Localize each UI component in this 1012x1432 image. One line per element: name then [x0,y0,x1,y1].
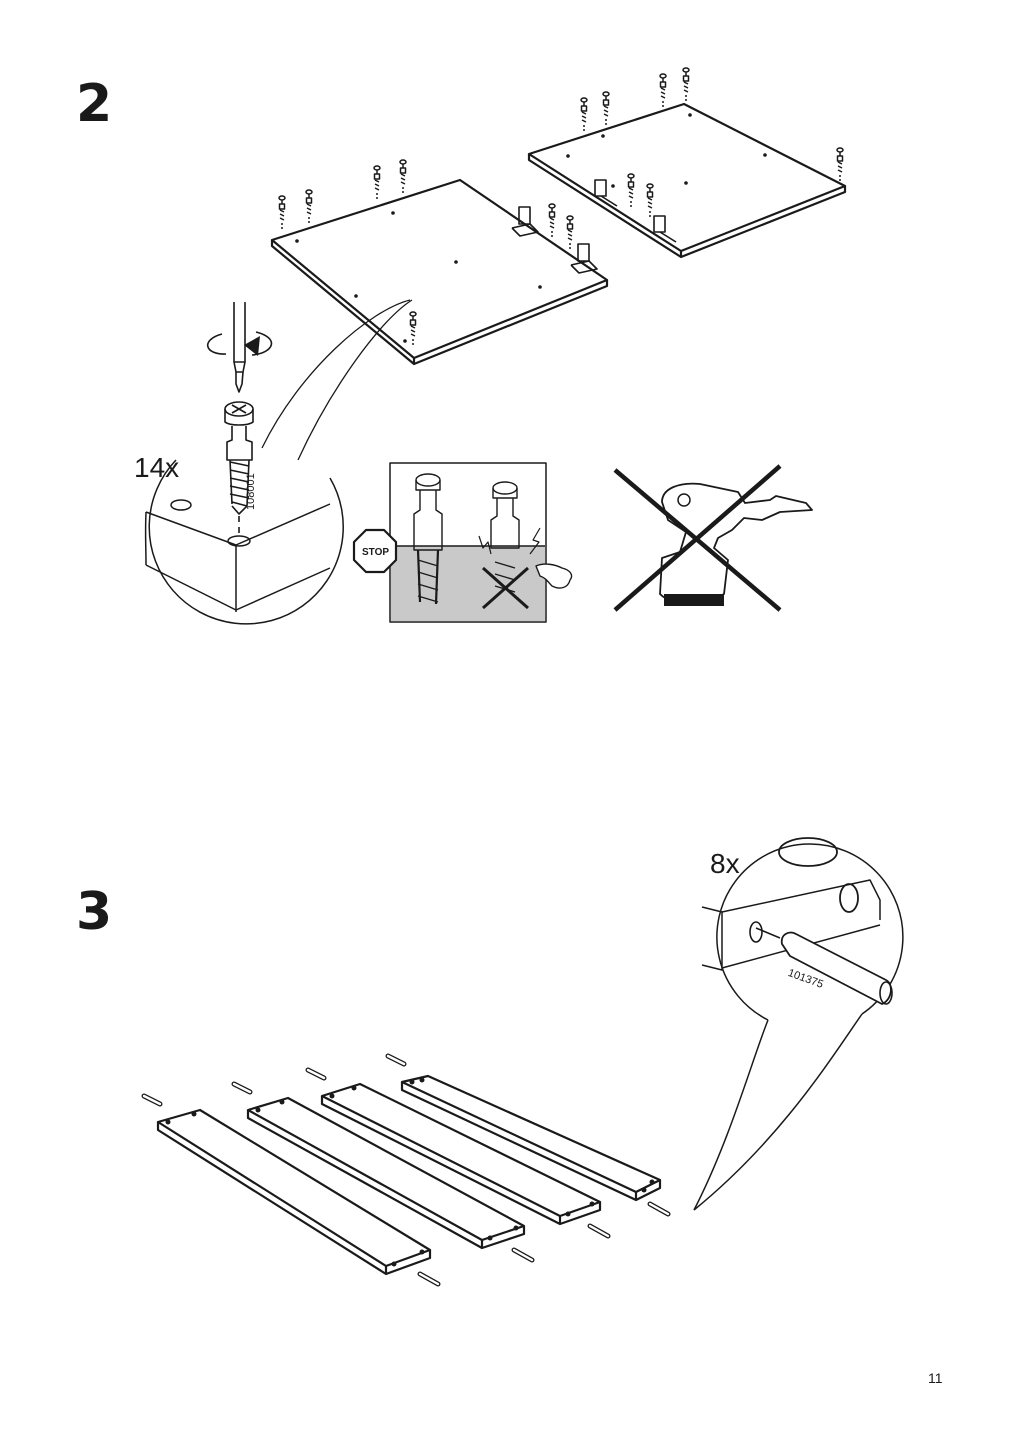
screwdriver-icon [207,302,273,393]
stop-sign-label: STOP [362,547,389,558]
cam-lock-screw-icon [682,67,690,102]
cam-lock-screw-icon [373,165,381,200]
cam-lock-screw-icon [305,189,313,224]
cam-lock-screws [278,67,844,346]
step-2-quantity: 14x [134,452,180,483]
cam-lock-screw-icon [646,183,654,218]
rails [141,1053,671,1287]
no-power-drill-icon [613,464,813,612]
cam-lock-screw-icon [548,203,556,238]
rail-icon [231,1081,535,1263]
rail-icon [385,1053,671,1217]
cam-lock-screw-icon [224,401,254,533]
right-panel [527,102,847,259]
detail-callout [144,459,344,625]
stop-sign-icon [352,528,398,574]
cam-lock-screw-icon [566,215,574,250]
cam-lock-screw-icon [602,91,610,126]
page-number: 11 [928,1370,943,1386]
cam-lock-screw-icon [659,73,667,108]
step-3-quantity: 8x [710,848,740,879]
left-panel [270,178,609,366]
cam-lock-screw-icon [580,97,588,132]
detail-callout [693,837,904,1211]
step-2-number: 2 [76,74,113,134]
rail-icon [305,1067,611,1239]
cam-lock-screw-icon [836,147,844,182]
no-overtighten-warning [389,462,573,623]
cam-lock-screw-icon [278,195,286,230]
cam-lock-screw-icon [627,173,635,208]
brackets [511,179,677,274]
rail-icon [141,1093,441,1287]
step-3-number: 3 [76,882,113,942]
detail-callout-lines [261,299,413,461]
cam-lock-screw-icon [409,311,417,346]
cam-lock-screw-icon [399,159,407,194]
